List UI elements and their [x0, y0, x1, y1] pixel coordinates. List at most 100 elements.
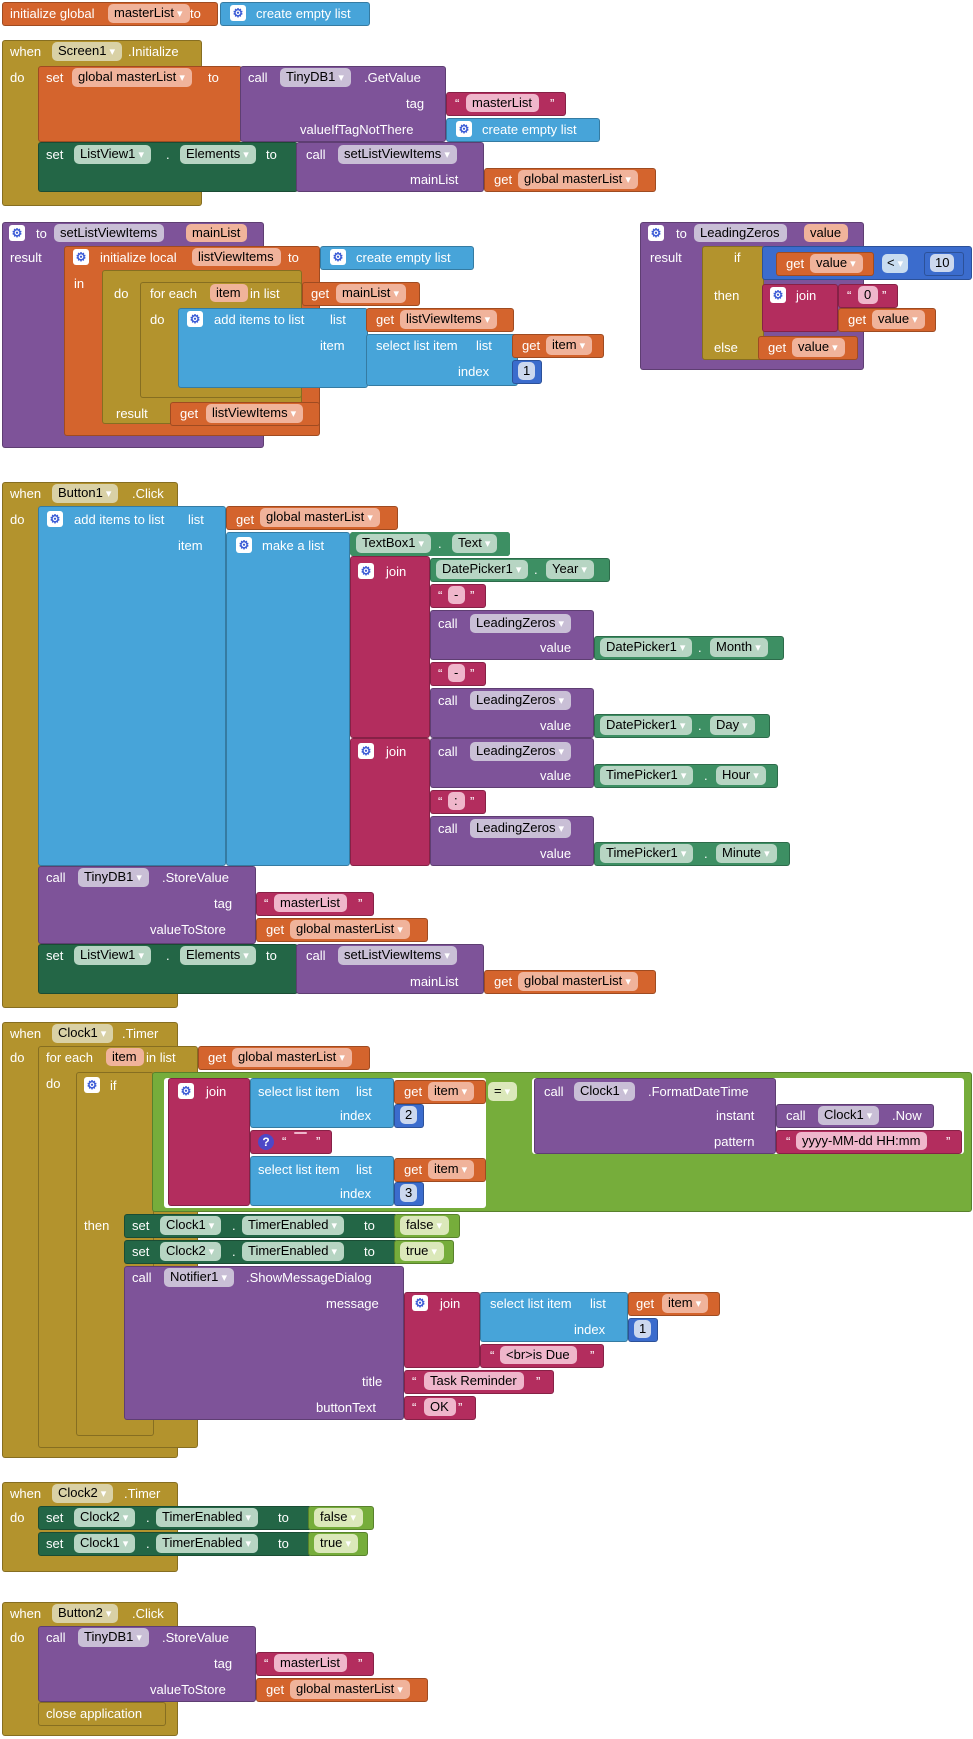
timepicker-dropdown[interactable]: TimePicker1 [600, 766, 694, 785]
proc-name-field[interactable]: LeadingZeros [694, 224, 787, 242]
global-name-field[interactable]: masterList [108, 4, 190, 23]
get-value-dropdown[interactable]: value [810, 254, 863, 273]
hour-dropdown[interactable]: Hour [716, 766, 766, 785]
tinydb-dropdown[interactable]: TinyDB1 [280, 68, 351, 87]
number-field[interactable]: 3 [400, 1184, 418, 1202]
proc-dropdown[interactable]: LeadingZeros [470, 742, 572, 761]
join-date-block[interactable] [350, 556, 430, 738]
month-dropdown[interactable]: Month [710, 638, 768, 657]
textbox-dropdown[interactable]: TextBox1 [356, 534, 432, 553]
get-item-dropdown[interactable]: item [546, 336, 593, 355]
timerenabled-dropdown[interactable]: TimerEnabled [156, 1508, 259, 1527]
get-var-dropdown[interactable]: global masterList [290, 920, 410, 939]
text-field[interactable]: 0 [858, 286, 879, 304]
clock-dropdown[interactable]: Clock1 [574, 1082, 636, 1101]
timerenabled-dropdown[interactable]: TimerEnabled [242, 1242, 345, 1261]
get-var-dropdown[interactable]: global masterList [518, 972, 638, 991]
equals-operator-dropdown[interactable]: = [488, 1082, 518, 1101]
datepicker-dropdown[interactable]: DatePicker1 [600, 638, 693, 657]
get-value-dropdown[interactable]: value [792, 338, 845, 357]
proc-dropdown[interactable]: setListViewItems [338, 946, 457, 965]
timerenabled-dropdown[interactable]: TimerEnabled [242, 1216, 345, 1235]
param-value[interactable]: value [804, 224, 849, 242]
boolean-dropdown[interactable]: true [400, 1242, 444, 1261]
timepicker-dropdown[interactable]: TimePicker1 [600, 844, 694, 863]
get-var-dropdown[interactable]: global masterList [518, 170, 638, 189]
get-lvi-dropdown[interactable]: listViewItems [400, 310, 498, 329]
boolean-dropdown[interactable]: true [314, 1534, 358, 1553]
gear-icon[interactable]: ⚙ [330, 249, 346, 265]
proc-dropdown[interactable]: LeadingZeros [470, 819, 572, 838]
day-dropdown[interactable]: Day [710, 716, 755, 735]
clock-dropdown[interactable]: Clock1 [818, 1106, 880, 1125]
get-var-dropdown[interactable]: global masterList [290, 1680, 410, 1699]
timerenabled-dropdown[interactable]: TimerEnabled [156, 1534, 259, 1553]
gear-icon[interactable]: ⚙ [236, 537, 252, 553]
number-field[interactable]: 2 [400, 1106, 418, 1124]
screen1-dropdown[interactable]: Screen1 [52, 42, 122, 61]
notifier-dropdown[interactable]: Notifier1 [164, 1268, 234, 1287]
make-a-list-block[interactable] [226, 532, 350, 866]
clock1-dropdown[interactable]: Clock1 [52, 1024, 114, 1043]
param-mainlist[interactable]: mainList [186, 224, 248, 242]
gear-icon[interactable]: ⚙ [412, 1295, 428, 1311]
text-field[interactable] [294, 1132, 307, 1134]
gear-icon[interactable]: ⚙ [84, 1077, 100, 1093]
tinydb-dropdown[interactable]: TinyDB1 [78, 868, 149, 887]
tinydb-dropdown[interactable]: TinyDB1 [78, 1628, 149, 1647]
get-value-dropdown[interactable]: value [872, 310, 925, 329]
gear-icon[interactable]: ⚙ [9, 225, 25, 241]
add-items-to-list-block[interactable] [178, 308, 368, 388]
number-field[interactable]: 1 [518, 362, 536, 380]
get-item-dropdown[interactable]: item [428, 1160, 475, 1179]
gear-icon[interactable]: ⚙ [456, 121, 472, 137]
gear-icon[interactable]: ⚙ [47, 511, 63, 527]
buttontext-field[interactable]: OK [424, 1398, 456, 1416]
gear-icon[interactable]: ⚙ [73, 249, 89, 265]
clock-dropdown[interactable]: Clock1 [160, 1216, 222, 1235]
join-time-block[interactable] [350, 738, 430, 866]
set-var-dropdown[interactable]: global masterList [72, 68, 192, 87]
proc-dropdown[interactable]: setListViewItems [338, 145, 457, 164]
number-field[interactable]: 1 [634, 1320, 652, 1338]
text-field[interactable]: - [448, 586, 466, 604]
minute-dropdown[interactable]: Minute [716, 844, 777, 863]
pattern-text-field[interactable]: yyyy-MM-dd HH:mm [796, 1132, 928, 1150]
gear-icon[interactable]: ⚙ [358, 743, 374, 759]
text-field[interactable]: - [448, 664, 466, 682]
local-name-field[interactable]: listViewItems [192, 248, 281, 266]
boolean-dropdown[interactable]: false [400, 1216, 450, 1235]
get-item-dropdown[interactable]: item [662, 1294, 709, 1313]
gear-icon[interactable]: ⚙ [230, 5, 246, 21]
clock-dropdown[interactable]: Clock2 [74, 1508, 136, 1527]
gear-icon[interactable]: ⚙ [648, 225, 664, 241]
listview-dropdown[interactable]: ListView1 [74, 946, 151, 965]
tag-text-field[interactable]: masterList [274, 894, 347, 912]
datepicker-dropdown[interactable]: DatePicker1 [600, 716, 693, 735]
get-lvi-dropdown[interactable]: listViewItems [206, 404, 304, 423]
text-field[interactable]: : [448, 792, 465, 810]
year-dropdown[interactable]: Year [546, 560, 594, 579]
elements-dropdown[interactable]: Elements [180, 145, 256, 164]
text-field[interactable]: <br>is Due [500, 1346, 577, 1364]
gear-icon[interactable]: ⚙ [187, 311, 203, 327]
gear-icon[interactable]: ⚙ [358, 563, 374, 579]
number-field[interactable]: 10 [930, 254, 955, 272]
elements-dropdown[interactable]: Elements [180, 946, 256, 965]
operator-dropdown[interactable]: < [882, 254, 909, 273]
gear-icon[interactable]: ⚙ [178, 1083, 194, 1099]
clock2-dropdown[interactable]: Clock2 [52, 1484, 114, 1503]
button1-dropdown[interactable]: Button1 [52, 484, 119, 503]
clock-dropdown[interactable]: Clock1 [74, 1534, 136, 1553]
boolean-dropdown[interactable]: false [314, 1508, 364, 1527]
proc-dropdown[interactable]: LeadingZeros [470, 691, 572, 710]
select-list-item-block[interactable] [250, 1078, 394, 1128]
button2-dropdown[interactable]: Button2 [52, 1604, 119, 1623]
add-items-to-list-block[interactable] [38, 506, 226, 866]
select-list-item-block[interactable] [250, 1156, 394, 1206]
close-application-block[interactable] [38, 1702, 166, 1726]
showmessagedialog-block[interactable] [124, 1266, 404, 1420]
proc-name-field[interactable]: setListViewItems [54, 224, 165, 242]
get-mainlist-dropdown[interactable]: mainList [336, 284, 406, 303]
tag-text-field[interactable]: masterList [274, 1654, 347, 1672]
